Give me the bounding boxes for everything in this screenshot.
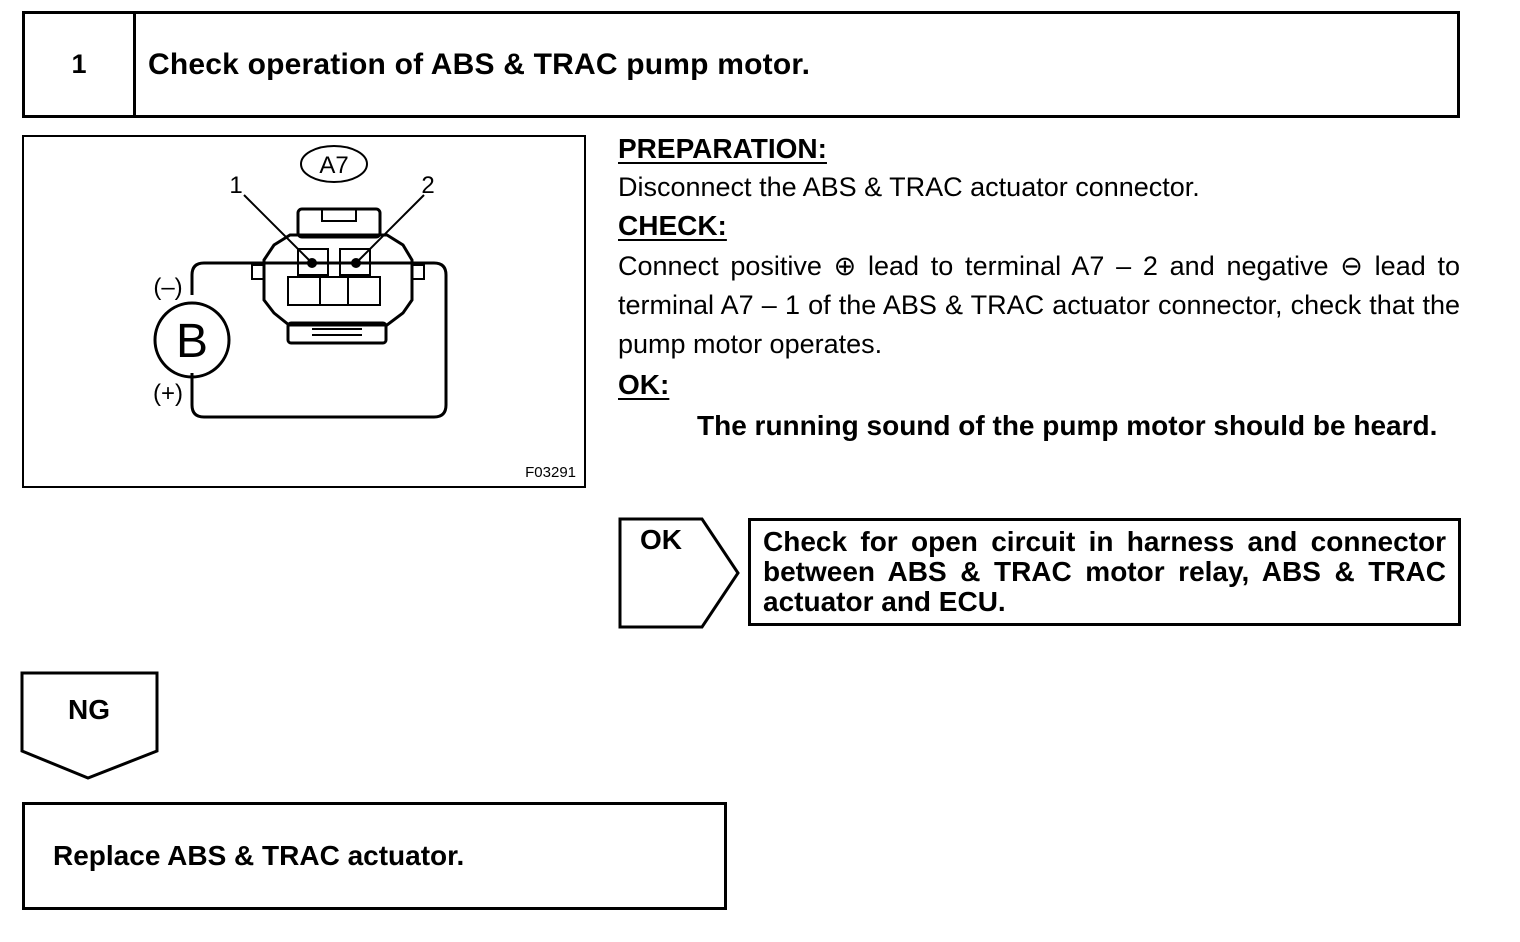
ok-branch-label: OK xyxy=(640,524,682,555)
preparation-heading: PREPARATION: xyxy=(618,133,827,164)
connector-diagram: A7 1 2 B (–) (+) F03291 xyxy=(153,145,576,481)
terminal-cavity-2 xyxy=(339,248,371,276)
step-title: Check operation of ABS & TRAC pump motor… xyxy=(148,47,811,81)
connector-latch xyxy=(296,207,382,239)
terminal-cavity-1 xyxy=(297,248,329,276)
connector-lower-tab xyxy=(286,321,388,345)
terminal-1-label: 1 xyxy=(229,172,242,199)
circuit-wire xyxy=(190,261,448,419)
negative-label: (–) xyxy=(153,274,182,301)
positive-label: (+) xyxy=(153,380,183,407)
battery-symbol xyxy=(153,301,231,379)
step-header-divider xyxy=(133,11,136,118)
battery-label: B xyxy=(176,315,208,368)
terminal-2-label: 2 xyxy=(421,172,434,199)
connector-housing xyxy=(262,233,414,327)
connector-label: A7 xyxy=(319,152,348,179)
ok-result-box: Check for open circuit in harness and co… xyxy=(748,518,1461,626)
leader-line-1 xyxy=(243,194,313,264)
probe-point-1 xyxy=(307,258,317,268)
ng-branch-label: NG xyxy=(68,694,110,725)
ok-heading: OK: xyxy=(618,369,670,400)
ng-result-box: Replace ABS & TRAC actuator. xyxy=(22,802,727,910)
diagram-frame xyxy=(22,135,586,488)
ok-criteria-text: The running sound of the pump motor shou… xyxy=(697,410,1438,441)
check-text: Connect positive ⊕ lead to terminal A7 –… xyxy=(618,251,1460,359)
step-header-box xyxy=(22,11,1460,118)
ng-arrow-shape xyxy=(20,671,159,780)
probe-point-2 xyxy=(351,258,361,268)
figure-code: F03291 xyxy=(525,464,576,481)
leader-line-2 xyxy=(355,194,425,264)
ok-arrow-shape xyxy=(618,517,740,629)
connector-label-oval xyxy=(300,145,368,183)
step-number: 1 xyxy=(71,49,87,79)
preparation-text: Disconnect the ABS & TRAC actuator conne… xyxy=(618,172,1200,202)
check-heading: CHECK: xyxy=(618,210,727,241)
